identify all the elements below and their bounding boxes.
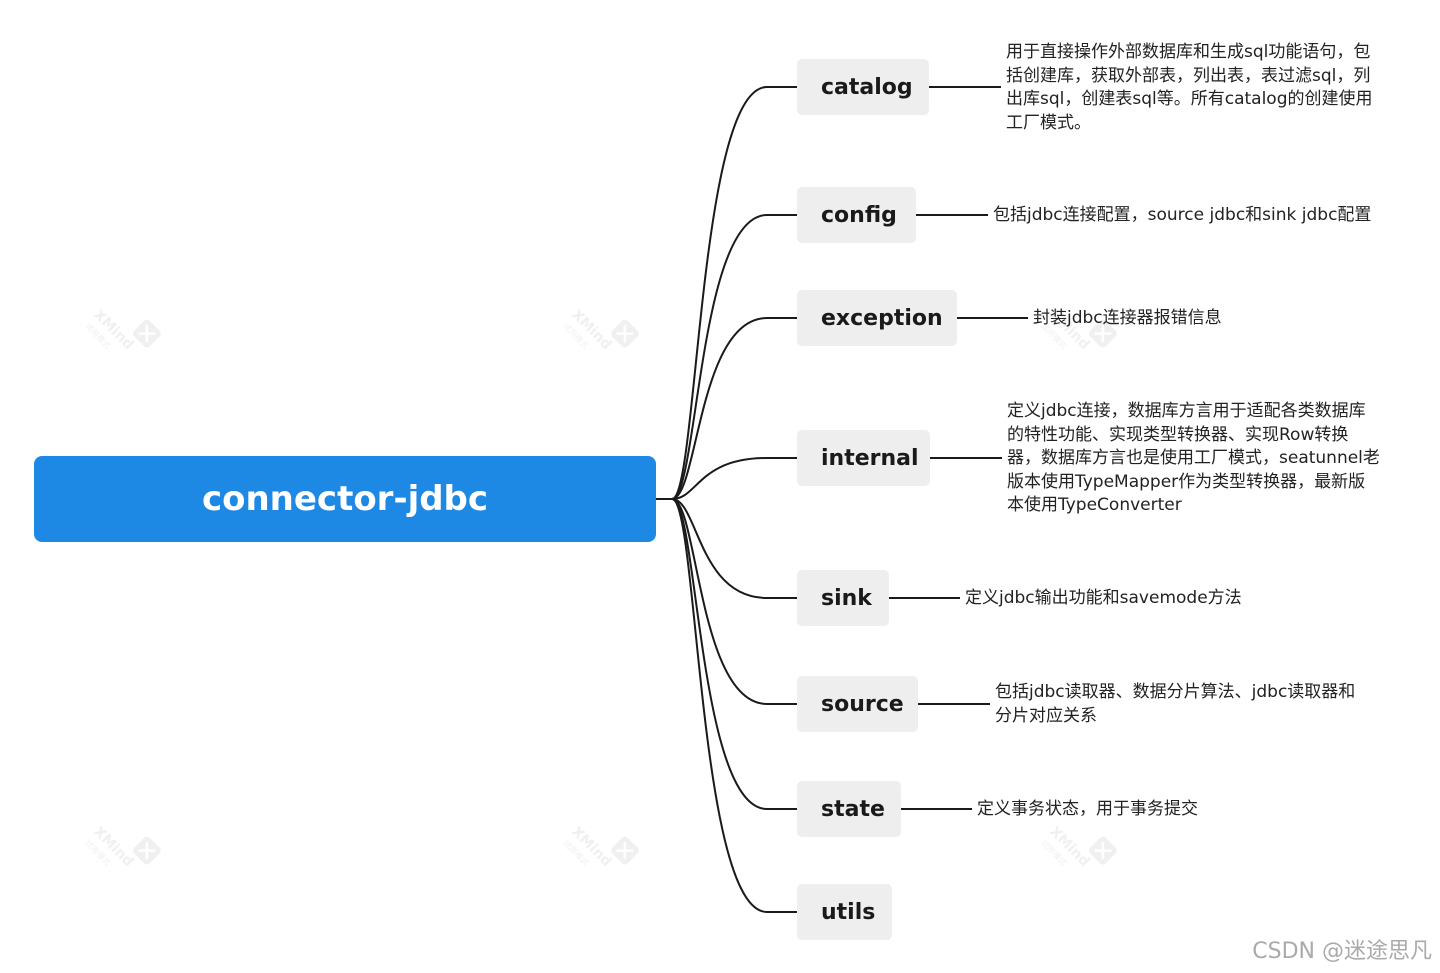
note-config: 包括jdbc连接配置，source jdbc和sink jdbc配置 [993,205,1372,225]
connector-utils [671,498,797,913]
topic-config[interactable]: config [797,187,916,243]
topic-internal[interactable]: internal [797,430,930,486]
root-topic-label: connector-jdbc [201,479,489,519]
csdn-credit: CSDN @迷途思凡 [1252,939,1432,964]
note-state: 定义事务状态，用于事务提交 [977,799,1198,819]
connector-catalog [671,86,797,500]
note-catalog: 用于直接操作外部数据库和生成sql功能语句，包 括创建库，获取外部表，列出表，表… [1006,42,1373,133]
topic-label: source [821,691,904,717]
topic-label: exception [821,305,943,331]
topic-label: sink [821,585,872,611]
topic-catalog[interactable]: catalog [797,59,929,115]
topic-state[interactable]: state [797,781,901,837]
topic-label: utils [821,899,876,925]
topic-label: state [821,796,885,822]
note-exception: 封装jdbc连接器报错信息 [1033,308,1222,328]
topic-label: internal [821,445,919,471]
topic-sink[interactable]: sink [797,570,889,626]
note-internal: 定义jdbc连接，数据库方言用于适配各类数据库 的特性功能、实现类型转换器、实现… [1007,401,1380,515]
connector-source [671,498,797,705]
topic-label: config [821,202,897,228]
topic-source[interactable]: source [797,676,918,732]
topic-exception[interactable]: exception [797,290,957,346]
connector-config [671,214,797,500]
connector-exception [671,317,797,500]
connector-sink [671,498,797,599]
connector-internal [671,457,797,500]
note-sink: 定义jdbc输出功能和savemode方法 [965,588,1242,608]
topic-label: catalog [821,74,913,100]
root-topic[interactable]: connector-jdbc [34,456,656,542]
connector-state [671,498,797,810]
topic-utils[interactable]: utils [797,884,892,940]
note-source: 包括jdbc读取器、数据分片算法、jdbc读取器和 分片对应关系 [995,682,1356,726]
